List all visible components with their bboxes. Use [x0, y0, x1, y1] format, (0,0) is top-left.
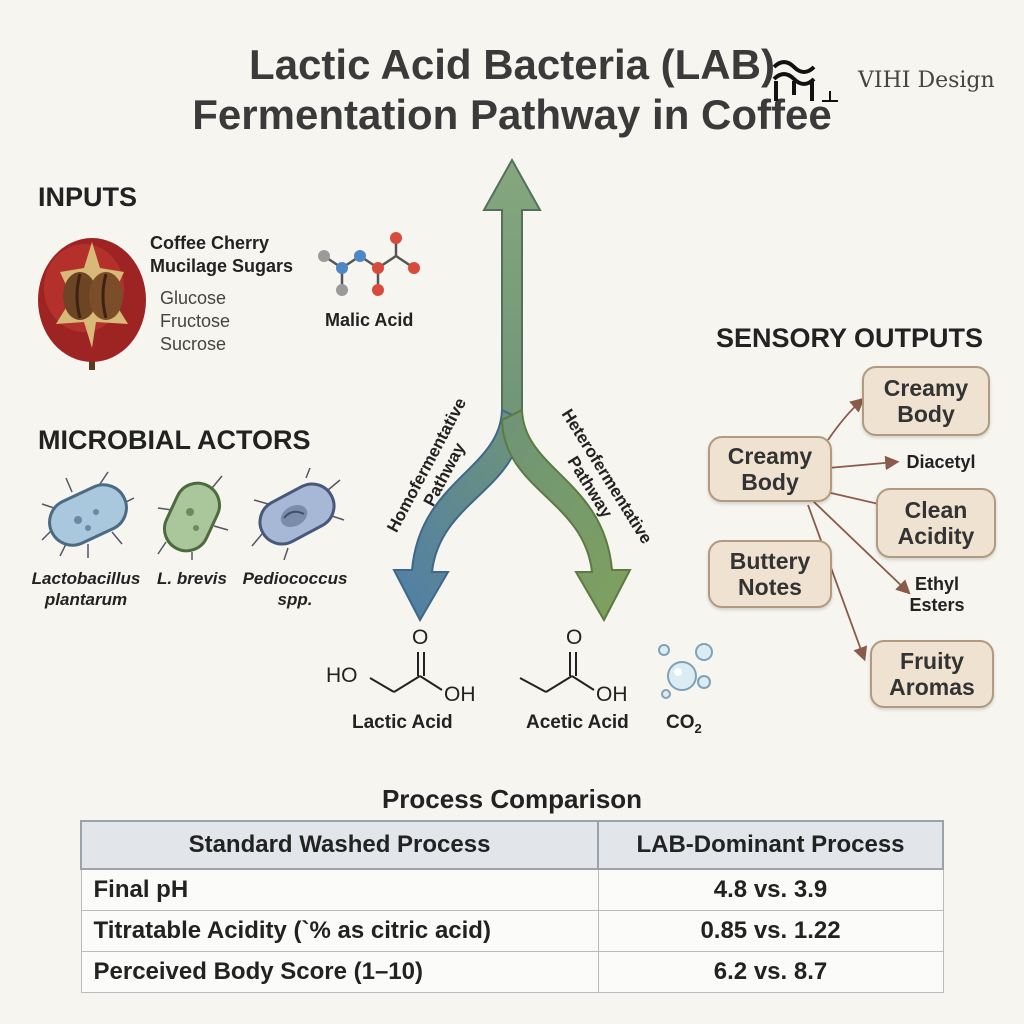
comparison-metric: Titratable Acidity (`% as citric acid): [80, 910, 599, 952]
species-pediococcus: Pediococcus spp.: [236, 568, 354, 610]
comparison-metric: Final pH: [80, 868, 599, 911]
pediococcus-bacterium-icon: [251, 468, 345, 560]
sensory-heading: SENSORY OUTPUTS: [716, 323, 984, 353]
sugar-glucose: Glucose: [160, 288, 227, 308]
sensory-output-fruity-aromas: Fruity Aromas: [870, 640, 994, 708]
sensory-output-creamy-body: Creamy Body: [862, 366, 990, 436]
acetic-oh-label: OH: [596, 683, 628, 706]
co2-label: CO2: [666, 712, 702, 736]
lactic-acid-label: Lactic Acid: [352, 712, 453, 733]
species-lactobacillus-line-1: Lactobacillus: [31, 569, 141, 588]
comparison-value: 6.2 vs. 8.7: [597, 951, 944, 993]
comparison-header-standard: Standard Washed Process: [80, 820, 599, 870]
l-brevis-bacterium-icon: [157, 475, 229, 560]
co2-subscript: 2: [694, 720, 702, 736]
title-line-2: Fermentation Pathway in Coffee: [192, 91, 832, 138]
lactic-oh-label: OH: [444, 683, 476, 706]
cherry-label: Coffee Cherry Mucilage Sugars: [150, 232, 293, 278]
comparison-header-row: Standard Washed Process LAB-Dominant Pro…: [80, 820, 944, 870]
page-title: Lactic Acid Bacteria (LAB) Fermentation …: [0, 40, 1024, 140]
homofermentative-arrow: [392, 408, 524, 623]
sensory-output-clean-acidity: Clean Acidity: [876, 488, 996, 558]
inputs-heading: INPUTS: [38, 182, 138, 212]
lactic-o-label: O: [412, 626, 429, 649]
cherry-label-line-1: Coffee Cherry: [150, 233, 270, 253]
co2-bubbles-icon: [658, 643, 713, 699]
species-l-brevis: L. brevis: [150, 568, 234, 589]
species-lactobacillus-line-2: plantarum: [44, 590, 128, 609]
sugar-sucrose: Sucrose: [160, 334, 227, 354]
lactobacillus-bacterium-icon: [41, 471, 135, 558]
sugar-list: Glucose Fructose Sucrose: [160, 287, 230, 356]
comparison-value: 0.85 vs. 1.22: [597, 910, 944, 952]
table-row: Perceived Body Score (1–10) 6.2 vs. 8.7: [80, 951, 944, 993]
comparison-header-lab: LAB-Dominant Process: [597, 820, 944, 870]
species-l-brevis-line-1: L. brevis: [157, 569, 227, 588]
sensory-source-buttery-notes: Buttery Notes: [708, 540, 832, 608]
compound-diacetyl: Diacetyl: [906, 452, 976, 472]
brand-logo-icon: [772, 60, 838, 102]
table-row: Final pH 4.8 vs. 3.9: [80, 868, 944, 911]
lactic-acid-structure: [369, 652, 443, 693]
lactic-ho-label: HO: [326, 664, 358, 687]
comparison-metric: Perceived Body Score (1–10): [80, 951, 599, 993]
acetic-o-label: O: [566, 626, 583, 649]
upward-arrow: [482, 157, 542, 431]
coffee-cherry-icon: [38, 238, 146, 370]
species-lactobacillus: Lactobacillus plantarum: [26, 568, 146, 610]
comparison-table: Standard Washed Process LAB-Dominant Pro…: [80, 820, 944, 993]
brand-name: VIHI Design: [858, 68, 995, 93]
comparison-value: 4.8 vs. 3.9: [597, 868, 944, 911]
table-row: Titratable Acidity (`% as citric acid) 0…: [80, 910, 944, 952]
pathway-arrows-diagram: [392, 157, 632, 623]
heterofermentative-arrow: [500, 408, 632, 623]
microbes-heading: MICROBIAL ACTORS: [38, 425, 311, 455]
co2-label-text: CO: [666, 712, 695, 733]
acetic-acid-structure: [519, 652, 595, 693]
species-pediococcus-line-1: Pediococcus: [242, 569, 348, 588]
malic-acid-molecule-icon: [318, 232, 420, 296]
acetic-acid-label: Acetic Acid: [526, 712, 629, 733]
sugar-fructose: Fructose: [160, 311, 231, 331]
species-pediococcus-line-2: spp.: [277, 590, 313, 609]
comparison-title: Process Comparison: [381, 784, 643, 814]
cherry-label-line-2: Mucilage Sugars: [150, 256, 294, 276]
sensory-source-creamy-body: Creamy Body: [708, 436, 832, 502]
malic-acid-label: Malic Acid: [325, 310, 414, 330]
title-line-1: Lactic Acid Bacteria (LAB): [249, 41, 775, 88]
compound-ethyl-esters: Ethyl Esters: [909, 574, 965, 615]
